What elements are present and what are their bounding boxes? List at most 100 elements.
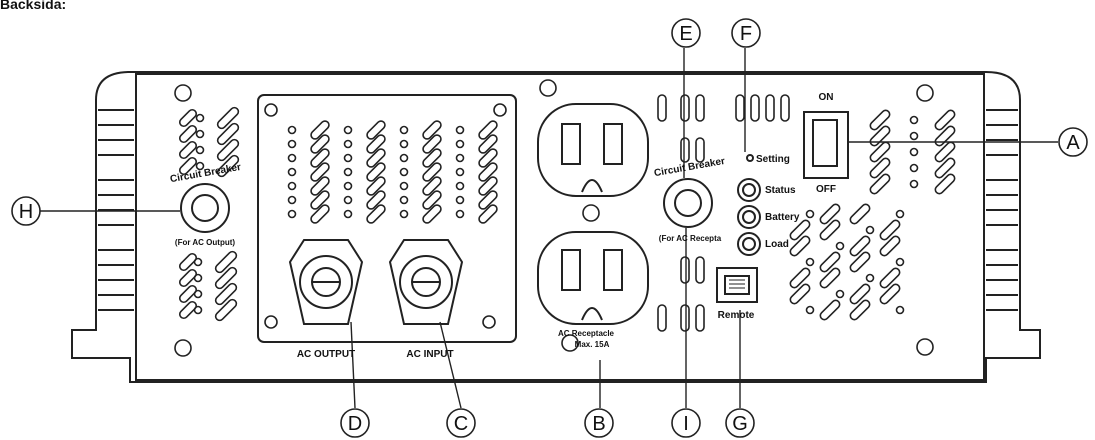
vent-slot xyxy=(780,94,790,122)
vent-slot xyxy=(819,219,841,241)
ac-io-plate xyxy=(257,94,517,343)
ac-output-label: AC OUTPUT xyxy=(297,349,355,360)
screw-icon xyxy=(561,334,579,352)
battery-label: Battery xyxy=(765,212,800,223)
vent-hole xyxy=(343,167,353,177)
vent-hole xyxy=(455,167,465,177)
vent-slot xyxy=(310,162,330,182)
vent-slot xyxy=(214,250,238,274)
vent-slot xyxy=(422,162,442,182)
vent-slot xyxy=(478,134,498,154)
vent-slot xyxy=(657,304,667,332)
remote-label: Remote xyxy=(718,310,755,321)
screw-icon xyxy=(539,79,557,97)
vent-slot xyxy=(934,109,956,131)
vent-slot xyxy=(478,120,498,140)
vent-slot xyxy=(216,138,240,162)
callout-f: F xyxy=(740,23,752,45)
vent-slot xyxy=(478,190,498,210)
vent-hole xyxy=(399,125,409,135)
circuit-breaker-receptacle-label: Circuit Breaker xyxy=(653,156,726,179)
vent-slot xyxy=(735,94,745,122)
vent-slot xyxy=(869,125,891,147)
vent-slot xyxy=(879,283,901,305)
vent-slot xyxy=(214,266,238,290)
for-ac-output-label: (For AC Output) xyxy=(175,238,235,247)
vent-slot xyxy=(879,267,901,289)
callout-a: A xyxy=(1066,132,1080,154)
vent-hole xyxy=(455,153,465,163)
vent-hole xyxy=(287,209,297,219)
vent-slot xyxy=(366,190,386,210)
vent-slot xyxy=(214,282,238,306)
vent-slot xyxy=(789,235,811,257)
vent-slot xyxy=(178,140,198,160)
vent-hole xyxy=(455,181,465,191)
vent-slot xyxy=(869,109,891,131)
vent-slot xyxy=(819,267,841,289)
vent-slot xyxy=(849,235,871,257)
vent-hole xyxy=(287,195,297,205)
right-cooling-fins xyxy=(986,109,1018,311)
vent-hole xyxy=(195,161,205,171)
screw-icon xyxy=(174,339,192,357)
vent-slot xyxy=(366,148,386,168)
vent-hole xyxy=(909,147,919,157)
vent-slot xyxy=(310,190,330,210)
off-label: OFF xyxy=(816,184,836,195)
vent-hole xyxy=(287,139,297,149)
power-switch-icon xyxy=(803,111,849,179)
screw-icon xyxy=(264,103,278,117)
callout-b: B xyxy=(592,413,605,435)
vent-hole xyxy=(455,209,465,219)
vent-slot xyxy=(310,148,330,168)
vent-slot xyxy=(680,304,690,332)
vent-slot xyxy=(310,204,330,224)
on-label: ON xyxy=(819,92,834,103)
screw-icon xyxy=(916,338,934,356)
vent-slot xyxy=(879,219,901,241)
vent-slot xyxy=(422,204,442,224)
vent-hole xyxy=(287,167,297,177)
ac-receptacle-label: AC Receptacle xyxy=(558,329,615,338)
vent-slot xyxy=(178,156,198,176)
housing-outline xyxy=(71,71,1041,383)
vent-hole xyxy=(399,167,409,177)
callout-g: G xyxy=(732,413,748,435)
vent-slot xyxy=(178,300,198,320)
vent-hole xyxy=(399,153,409,163)
vent-hole xyxy=(195,113,205,123)
vent-slot xyxy=(478,176,498,196)
vent-slot xyxy=(478,204,498,224)
vent-slot xyxy=(849,283,871,305)
vent-slot xyxy=(869,157,891,179)
vent-slot xyxy=(680,256,690,284)
vent-hole xyxy=(343,181,353,191)
vent-slot xyxy=(478,162,498,182)
vent-slot xyxy=(422,176,442,196)
screw-icon xyxy=(174,84,192,102)
vent-slot xyxy=(934,141,956,163)
vent-slot xyxy=(178,108,198,128)
vent-hole xyxy=(343,153,353,163)
vent-slot xyxy=(849,251,871,273)
vent-hole xyxy=(287,125,297,135)
vent-slot xyxy=(849,299,871,321)
vent-slot xyxy=(934,173,956,195)
vent-slot xyxy=(422,120,442,140)
vent-hole xyxy=(455,139,465,149)
status-label: Status xyxy=(765,185,796,196)
vent-slot xyxy=(178,284,198,304)
circuit-breaker-output-label: Circuit Breaker xyxy=(169,162,242,185)
vent-slot xyxy=(869,173,891,195)
vent-slot xyxy=(789,283,811,305)
vent-slot xyxy=(216,154,240,178)
setting-led-icon xyxy=(746,154,754,162)
vent-hole xyxy=(455,195,465,205)
vent-slot xyxy=(849,203,871,225)
vent-slot xyxy=(789,219,811,241)
vent-hole xyxy=(805,305,815,315)
vent-slot xyxy=(695,94,705,122)
vent-hole xyxy=(399,139,409,149)
